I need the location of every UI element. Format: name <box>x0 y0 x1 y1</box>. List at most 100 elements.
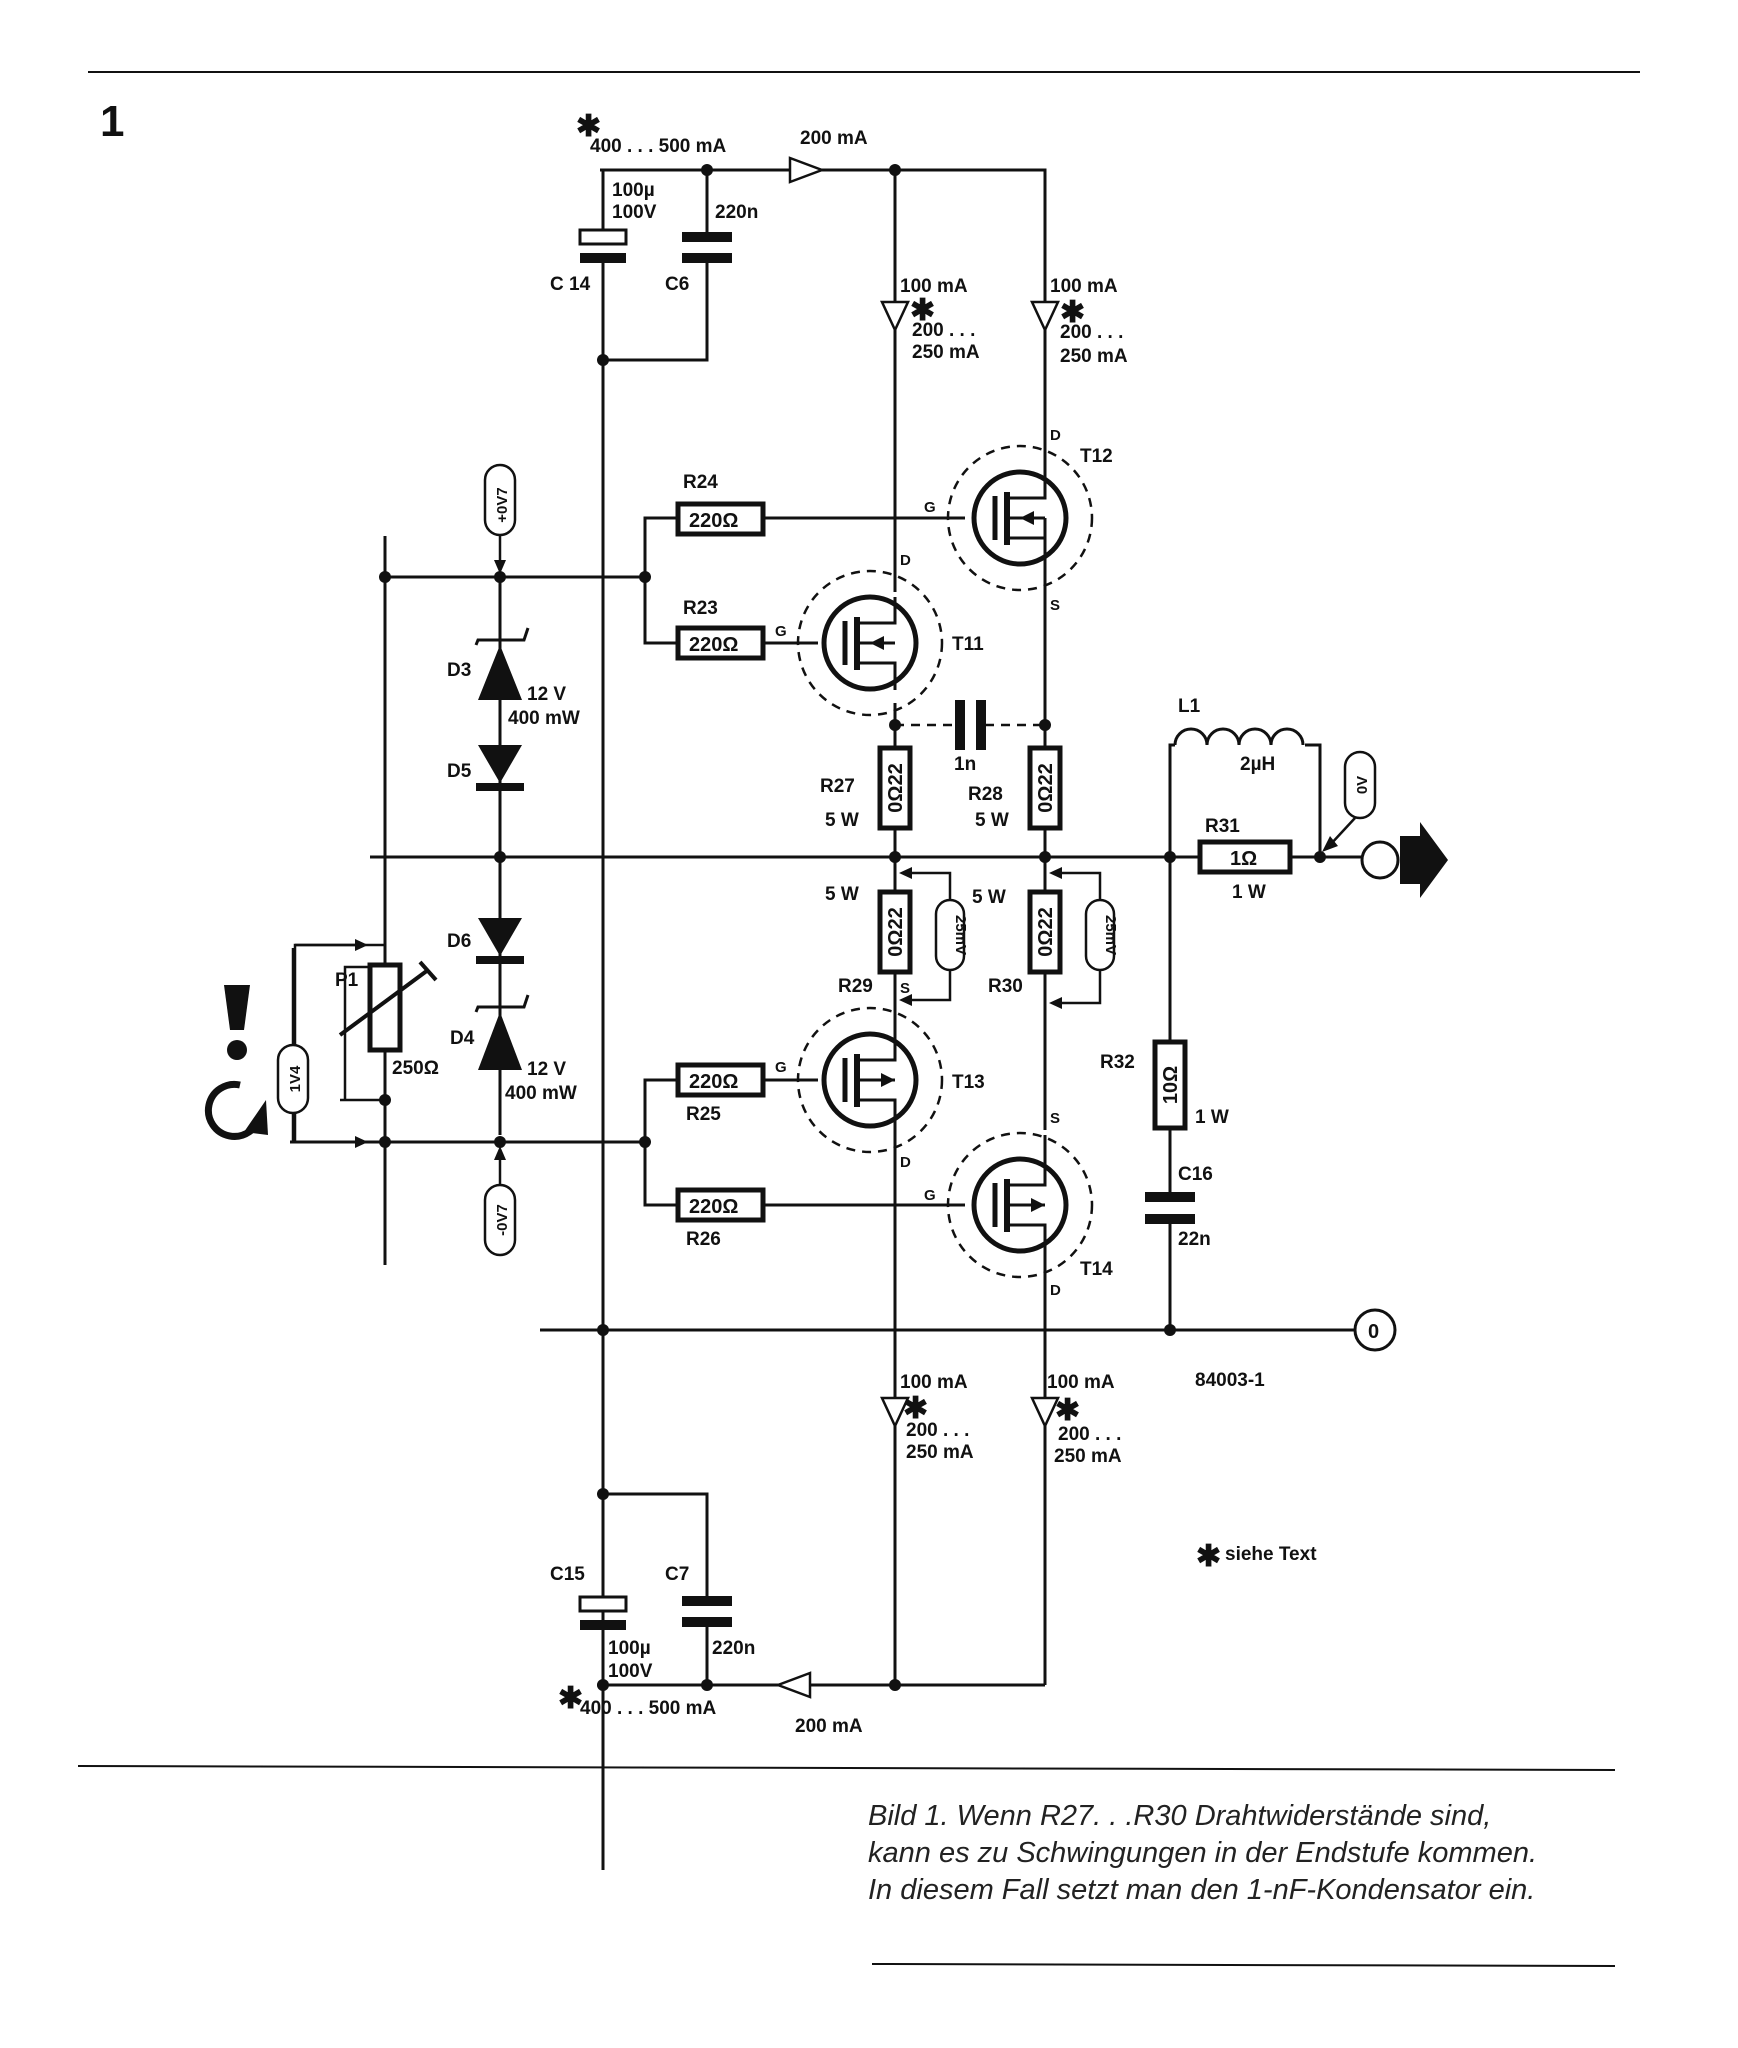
t12-pin-g: G <box>924 499 936 516</box>
l1-value: 2µH <box>1240 754 1275 775</box>
d3-value1: 12 V <box>527 684 566 705</box>
zener-diode-d3 <box>474 627 530 700</box>
t11-pin-d: D <box>900 552 911 569</box>
c6-value: 220n <box>715 202 758 223</box>
t12-drain-current: 100 mA <box>1050 276 1118 297</box>
r29-power: 5 W <box>825 884 859 905</box>
t11-label: T11 <box>952 634 984 655</box>
r32-value: 10Ω <box>1160 1066 1182 1104</box>
t11-drain-current: 100 mA <box>900 276 968 297</box>
t12-drain-range2: 250 mA <box>1060 346 1128 367</box>
current-arrow-t13 <box>880 1396 910 1429</box>
t12-label: T12 <box>1080 446 1113 467</box>
capacitor-c14 <box>578 228 628 263</box>
r23-label: R23 <box>683 598 718 619</box>
measure-0v: 0V <box>1322 750 1377 852</box>
d6-label: D6 <box>447 931 471 952</box>
r24-label: R24 <box>683 472 718 493</box>
current-arrow-t14 <box>1030 1396 1060 1429</box>
junction-dots <box>379 164 1326 1691</box>
c16-label: C16 <box>1178 1164 1213 1185</box>
p1-value: 250Ω <box>392 1058 439 1079</box>
t14-drain-range2: 250 mA <box>1054 1446 1122 1467</box>
r29-label: R29 <box>838 976 873 997</box>
t12-pin-s: S <box>1050 597 1060 614</box>
t13-drain-current: 100 mA <box>900 1372 968 1393</box>
svg-text:25mV: 25mV <box>952 915 969 955</box>
c15-value2: 100V <box>608 1661 653 1682</box>
bottom-current-branch: 200 mA <box>795 1716 863 1737</box>
resistor-r32 <box>1152 1039 1188 1131</box>
r30-power: 5 W <box>972 887 1006 908</box>
diode-d6 <box>476 918 524 964</box>
speaker-output-icon <box>1400 822 1448 898</box>
asterisk-bottom-total: ✱ <box>558 1682 583 1715</box>
top-current-branch: 200 mA <box>800 128 868 149</box>
r32-label: R32 <box>1100 1052 1135 1073</box>
r23-value: 220Ω <box>689 634 738 656</box>
r29-value: 0Ω22 <box>885 907 907 956</box>
zener-diode-d4 <box>474 994 530 1070</box>
t14-pin-d: D <box>1050 1282 1061 1299</box>
t12-pin-d: D <box>1050 427 1061 444</box>
footnote-asterisk: ✱ <box>1196 1540 1221 1573</box>
footnote-text: siehe Text <box>1225 1544 1317 1565</box>
t13-drain-range2: 250 mA <box>906 1442 974 1463</box>
measure-25mv-r29: 25mV <box>899 867 969 1006</box>
c6-label: C6 <box>665 274 689 295</box>
l1-label: L1 <box>1178 696 1201 717</box>
d3-value2: 400 mW <box>508 708 580 729</box>
measure-plus-0v7: +0V7 <box>483 463 517 574</box>
ground-terminal <box>1353 1308 1397 1352</box>
resistor-r29 <box>877 889 913 975</box>
svg-text:25mV: 25mV <box>1102 915 1119 955</box>
diode-d5 <box>476 745 524 791</box>
r28-power: 5 W <box>975 810 1009 831</box>
svg-text:-0V7: -0V7 <box>494 1204 511 1236</box>
r25-label: R25 <box>686 1104 721 1125</box>
r24-value: 220Ω <box>689 510 738 532</box>
potentiometer-p1 <box>338 960 438 1053</box>
t13-label: T13 <box>952 1072 985 1093</box>
r25-value: 220Ω <box>689 1071 738 1093</box>
r28-label: R28 <box>968 784 1003 805</box>
t14-pin-s: S <box>1050 1110 1060 1127</box>
bottom-rule <box>77 1765 1616 1771</box>
caption-line-1: Bild 1. Wenn R27. . .R30 Drahtwiderständ… <box>868 1800 1492 1832</box>
caption-line-3: In diesem Fall setzt man den 1-nF-Konden… <box>868 1874 1536 1906</box>
adjust-attention-icon <box>204 985 268 1140</box>
r31-value: 1Ω <box>1230 848 1257 870</box>
resistor-r30 <box>1027 889 1063 975</box>
resistor-r26 <box>675 1187 766 1223</box>
t13-pin-d: D <box>900 1154 911 1171</box>
transistor-t13 <box>796 1006 944 1154</box>
t13-pin-g: G <box>775 1059 787 1076</box>
measure-minus-0v7: -0V7 <box>483 1146 517 1257</box>
measure-25mv-r30: 25mV <box>1049 867 1119 1009</box>
svg-text:1V4: 1V4 <box>287 1065 304 1092</box>
r30-label: R30 <box>988 976 1023 997</box>
p1-label: P1 <box>335 970 359 991</box>
current-arrow-bottom <box>774 1671 812 1699</box>
t14-drain-current: 100 mA <box>1047 1372 1115 1393</box>
r26-label: R26 <box>686 1229 721 1250</box>
t13-drain-asterisk: ✱ <box>903 1392 928 1425</box>
c14-value1: 100µ <box>612 180 655 201</box>
r27-power: 5 W <box>825 810 859 831</box>
t14-drain-asterisk: ✱ <box>1055 1394 1080 1427</box>
capacitor-1n <box>955 700 986 750</box>
figure-number: 1 <box>100 97 124 146</box>
resistor-r28 <box>1027 745 1063 831</box>
t13-pin-s: S <box>900 980 910 997</box>
d4-label: D4 <box>450 1028 475 1049</box>
resistor-r25 <box>675 1062 766 1098</box>
caption-rule <box>871 1963 1616 1967</box>
c15-label: C15 <box>550 1564 585 1585</box>
t14-pin-g: G <box>924 1187 936 1204</box>
transistor-t11 <box>796 569 944 717</box>
measure-1v4: 1V4 <box>276 939 368 1148</box>
svg-text:+0V7: +0V7 <box>494 487 511 522</box>
r28-value: 0Ω22 <box>1035 763 1057 812</box>
inductor-l1 <box>1173 727 1305 746</box>
